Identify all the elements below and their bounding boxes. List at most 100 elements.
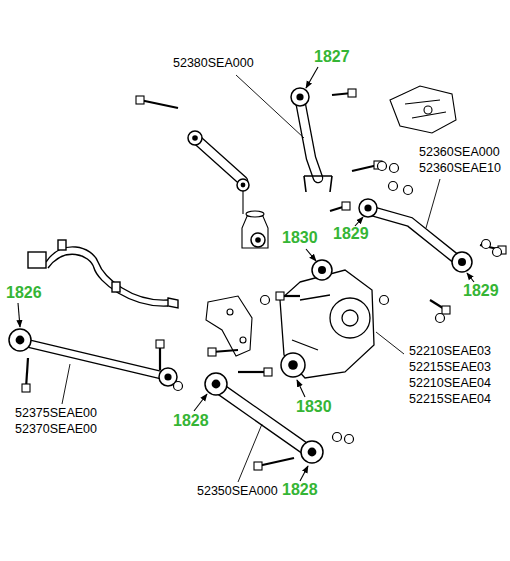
knuckle-bracket: [240, 337, 246, 343]
callout-number: 1828: [172, 412, 210, 430]
rubber-bushing: [9, 329, 31, 351]
rubber-bushing: [241, 183, 246, 188]
bolt: [258, 458, 294, 466]
bolt: [22, 384, 30, 392]
ball-joint-boot: [242, 190, 268, 248]
abs-sensor-wire: [48, 254, 168, 306]
bolt: [348, 89, 356, 97]
nut-washer: [404, 186, 413, 195]
callout-number: 1827: [313, 48, 351, 66]
control-arm: [22, 342, 165, 376]
rubber-bushing: [251, 233, 265, 247]
abs-sensor-wire: [28, 240, 178, 308]
leader-line: [62, 75, 440, 482]
rear-knuckle: [342, 310, 358, 326]
callout-number: 1829: [462, 282, 500, 300]
callout-number: 1830: [295, 398, 333, 416]
nut-washer: [378, 162, 387, 171]
callout-number: 1830: [281, 229, 319, 247]
control-arm: [368, 210, 455, 258]
rubber-bushing: [359, 199, 377, 217]
bolt: [276, 292, 284, 300]
rubber-bushing: [192, 135, 198, 141]
rubber-bushing: [364, 204, 371, 211]
nut-washer: [174, 382, 183, 391]
part-number: 52380SEA000: [172, 56, 255, 70]
rubber-bushing: [212, 380, 221, 389]
nut-washer: [380, 296, 389, 305]
control-arm: [300, 100, 318, 178]
rear-knuckle: [280, 270, 374, 378]
rubber-bushing: [188, 131, 202, 145]
rubber-bushing: [205, 373, 227, 395]
control-arm: [368, 210, 455, 258]
callout-arrow: [355, 217, 363, 226]
callout-arrow: [306, 249, 316, 261]
callout-arrow: [306, 67, 318, 88]
callout-arrow: [300, 466, 308, 481]
rubber-bushing: [318, 266, 326, 274]
leader-line: [238, 424, 262, 482]
bolt: [342, 202, 350, 210]
nut-washer: [436, 314, 445, 323]
nut-washer: [389, 182, 398, 191]
nut-washer: [333, 433, 342, 442]
nut-washer: [493, 248, 502, 257]
rubber-bushing: [288, 360, 298, 370]
rubber-bushing: [9, 88, 472, 463]
bolt: [264, 368, 272, 376]
rubber-bushing: [255, 237, 261, 243]
part-number: 52370SEAE00: [14, 422, 98, 436]
rubber-bushing: [301, 441, 323, 463]
control-arm: [195, 138, 243, 181]
part-number: 52210SEAE04: [408, 376, 492, 390]
nut-washer: [345, 435, 354, 444]
bolt: [140, 100, 178, 108]
rubber-bushing: [296, 93, 303, 100]
callout-arrow: [297, 380, 305, 397]
part-number: 52215SEAE04: [408, 392, 492, 406]
callout-number: 1829: [332, 225, 370, 243]
control-arm: [216, 386, 310, 452]
part-number: 52360SEAE10: [418, 161, 502, 175]
control-arm: [300, 100, 318, 178]
part-number: 52375SEAE00: [14, 406, 98, 420]
knuckle-bracket: [206, 296, 252, 356]
ball-joint-boot: [242, 214, 268, 248]
rubber-bushing: [308, 448, 317, 457]
abs-sensor-wire: [28, 252, 46, 268]
rubber-bushing: [281, 353, 305, 377]
rear-knuckle: [330, 298, 370, 338]
control-arm: [216, 386, 310, 452]
abs-sensor-wire: [112, 282, 120, 292]
rear-knuckle: [292, 295, 330, 350]
ball-joint-boot: [242, 190, 243, 214]
mount-bracket: [390, 86, 456, 133]
callout-arrow: [18, 303, 20, 327]
rubber-bushing: [164, 373, 171, 380]
rubber-bushing: [291, 88, 309, 106]
control-arm: [22, 342, 165, 376]
control-arm: [195, 138, 243, 181]
mount-bracket: [390, 86, 456, 133]
mount-bracket: [424, 106, 432, 114]
callout-arrow: [194, 394, 207, 411]
ball-joint-boot: [246, 211, 264, 217]
part-number: 52215SEAE03: [408, 360, 492, 374]
abs-sensor-wire: [168, 298, 178, 308]
part-number: 52210SEAE03: [408, 344, 492, 358]
callout-arrow: [467, 273, 474, 282]
control-arm: [304, 176, 332, 192]
callout-number: 1826: [5, 284, 43, 302]
bolt: [442, 306, 450, 314]
part-number: 52350SEA000: [196, 484, 279, 498]
leader-line: [426, 179, 440, 228]
knuckle-bracket: [206, 296, 252, 356]
abs-sensor-wire: [58, 240, 66, 250]
bolt: [156, 340, 164, 348]
bolt: [136, 96, 144, 104]
